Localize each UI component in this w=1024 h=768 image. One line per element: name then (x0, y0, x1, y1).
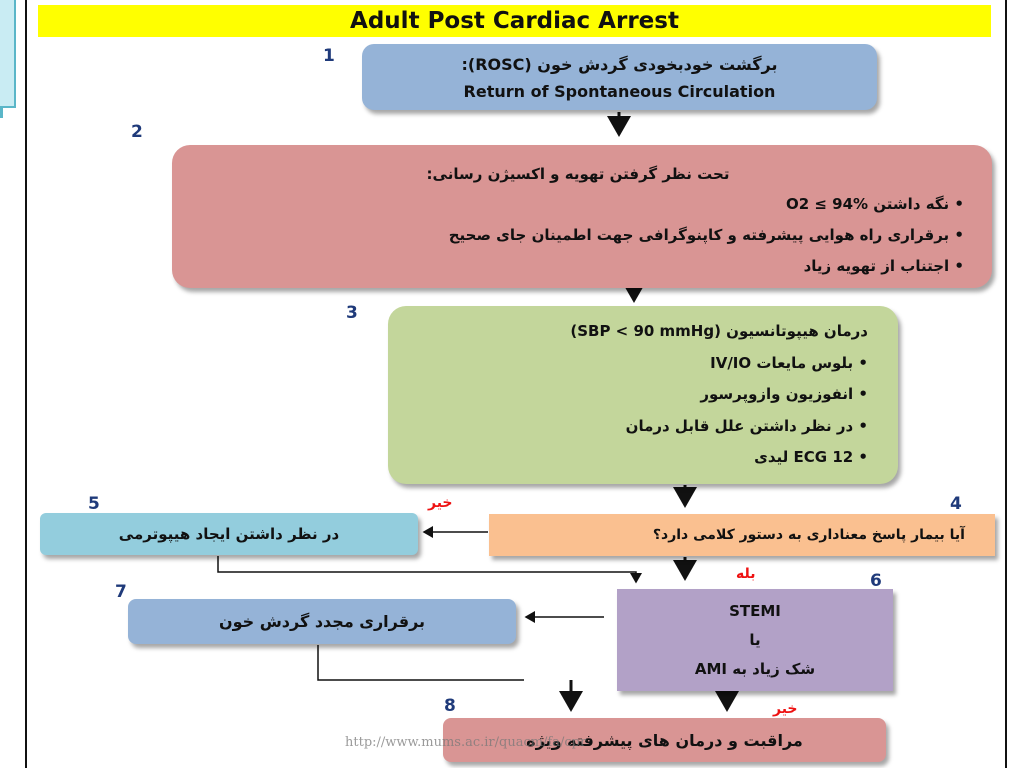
slide-corner-tab (0, 0, 16, 108)
step-reperfusion-box: برقراری مجدد گردش خون (128, 599, 516, 644)
step-number-7: 7 (115, 582, 127, 602)
line-5-to-6 (217, 556, 642, 584)
step-rosc-box: برگشت خودبخودی گردش خون (ROSC): Return o… (362, 44, 877, 110)
step-number-2: 2 (131, 122, 143, 142)
reperfusion-text: برقراری مجدد گردش خون (218, 612, 426, 631)
rosc-english-line: Return of Spontaneous Circulation (463, 82, 776, 101)
hypotension-item-vasopressor: • انفوزیون وازوپرسور (700, 385, 868, 403)
hypotension-item-ecg: • 12 ECG لیدی (754, 448, 868, 466)
hypotension-heading: درمان هیپوتانسیون (SBP < 90 mmHg) (570, 322, 868, 340)
step-stemi-box: STEMI یا شک زیاد به AMI (617, 589, 893, 691)
no-label-advanced-care: خیر (773, 701, 798, 717)
step-hypotension-box: درمان هیپوتانسیون (SBP < 90 mmHg) • بلوس… (388, 306, 898, 484)
step-hypothermia-box: در نظر داشتن ایجاد هیپوترمی (40, 513, 418, 555)
rosc-persian-line: برگشت خودبخودی گردش خون (ROSC): (461, 55, 778, 74)
line-7-to-8 (317, 645, 524, 681)
step-number-8: 8 (444, 696, 456, 716)
hypothermia-text: در نظر داشتن ایجاد هیپوترمی (118, 525, 340, 543)
step-number-4: 4 (950, 494, 962, 514)
verbal-response-question: آیا بیمار پاسخ معناداری به دستور کلامی د… (652, 527, 965, 543)
stemi-line: STEMI (729, 602, 781, 620)
ventilation-heading: تحت نظر گرفتن تهویه و اکسیژن رسانی: (426, 165, 730, 183)
hypotension-item-fluids: • بلوس مایعات IV/IO (710, 353, 868, 372)
advanced-care-text: مراقبت و درمان های پیشرفته ویژه (526, 731, 803, 750)
step-number-1: 1 (323, 46, 335, 66)
ventilation-item-avoid-hyperventilation: • اجتناب از تهویه زیاد (803, 257, 964, 275)
ventilation-item-airway: • برقراری راه هوایی پیشرفته و کاپنوگرافی… (448, 226, 964, 244)
step-number-6: 6 (870, 571, 882, 591)
page-title: Adult Post Cardiac Arrest (38, 5, 991, 37)
yes-label-stemi: بله (736, 566, 756, 582)
page-border-left (25, 0, 27, 768)
hypotension-item-causes: • در نظر داشتن علل قابل درمان (625, 416, 868, 435)
slide-corner-edge (0, 106, 3, 118)
stemi-or-line: یا (749, 631, 761, 649)
step-advanced-care-box: مراقبت و درمان های پیشرفته ویژه (443, 718, 886, 762)
page-border-right (1005, 0, 1007, 768)
no-label-hypothermia: خیر (428, 495, 453, 511)
step-number-5: 5 (88, 494, 100, 514)
stemi-ami-line: شک زیاد به AMI (694, 660, 816, 678)
source-watermark: http://www.mums.ac.ir/quacm/fa/cpr (345, 735, 587, 750)
step-ventilation-box: تحت نظر گرفتن تهویه و اکسیژن رسانی: • نگ… (172, 145, 992, 288)
step-number-3: 3 (346, 303, 358, 323)
ventilation-item-oxygen: • نگه داشتن O2 ≤ 94% (785, 195, 964, 213)
step-verbal-response-box: آیا بیمار پاسخ معناداری به دستور کلامی د… (489, 514, 995, 556)
